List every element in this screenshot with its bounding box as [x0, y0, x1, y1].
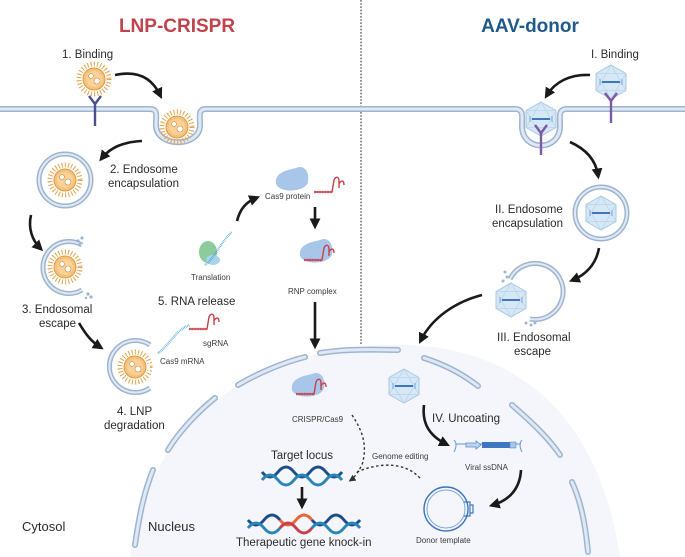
- lnp-step3-label-line2: escape: [39, 318, 76, 330]
- lnp-step4-label-line1: 4. LNP: [117, 406, 152, 418]
- lnp-step5-label: 5. RNA release: [158, 296, 235, 308]
- aav-step2-label-line2: encapsulation: [492, 218, 563, 230]
- plasma-membrane: [0, 106, 685, 149]
- viral-ssdna-icon: [453, 439, 523, 453]
- rnp-complex-icon: [299, 238, 336, 263]
- sgrna-icon: [187, 312, 221, 331]
- translation-label: Translation: [191, 273, 230, 282]
- donor-dashed-line: [356, 464, 421, 479]
- endosome-escape-aav: [495, 260, 566, 327]
- lnp-crispr-title: LNP-CRISPR: [119, 16, 235, 37]
- aav-step2-label-line1: II. Endosome: [495, 204, 563, 216]
- donor-template-icon: [423, 486, 474, 532]
- lnp-particle-icon: [79, 64, 109, 94]
- cas9-protein-icon: [275, 166, 309, 191]
- aav-step3-label-line2: escape: [514, 346, 551, 358]
- arrow-aav-step3: [568, 247, 601, 283]
- arrow-aav-step2: [569, 140, 603, 180]
- sgrna-icon: [312, 175, 346, 194]
- aav-particle-icon: [595, 64, 627, 100]
- lnp-step2-label-line2: encapsulation: [108, 178, 179, 190]
- arrow-aav-step1: [544, 73, 591, 99]
- target-locus-label: Target locus: [271, 450, 333, 462]
- crispr-cas9-label: CRISPR/Cas9: [292, 415, 344, 424]
- knock-in-label: Therapeutic gene knock-in: [236, 537, 372, 549]
- lnp-step4-label-line2: degradation: [104, 420, 165, 432]
- aav-particle-icon: [525, 101, 557, 137]
- nucleus: [130, 344, 620, 557]
- lnp-step1-label: 1. Binding: [62, 49, 113, 61]
- aav-donor-title: AAV-donor: [481, 16, 579, 37]
- sgrna-label: sgRNA: [203, 339, 229, 348]
- degrading-lnp: [106, 338, 150, 395]
- arrow-translation: [235, 195, 261, 222]
- cytosol-label: Cytosol: [22, 519, 65, 534]
- arrow-step4: [77, 322, 104, 350]
- endosome-lnp: [36, 151, 94, 209]
- rnp-complex-label: RNP complex: [288, 287, 337, 296]
- arrow-uncoating: [422, 404, 450, 446]
- endosome-aav: [572, 184, 630, 242]
- lnp-step2-label-line1: 2. Endosome: [110, 164, 178, 176]
- genome-editing-label: Genome editing: [372, 452, 428, 461]
- arrow-aav-nuclear-entry: [419, 293, 483, 344]
- target-dna-icon: [260, 465, 344, 487]
- cas9-protein-label: Cas9 protein: [265, 192, 310, 201]
- aav-step4-label: IV. Uncoating: [432, 413, 500, 425]
- arrow-step3: [28, 214, 44, 252]
- nucleus-label: Nucleus: [148, 519, 195, 534]
- genome-editing-arrow: [348, 414, 366, 482]
- endosome-escape-lnp: [40, 236, 93, 300]
- cas9-mrna-label: Cas9 mRNA: [160, 357, 205, 366]
- arrow-step1: [114, 72, 163, 99]
- lnp-step3-label-line1: 3. Endosomal: [22, 304, 92, 316]
- cas9-mrna-icon: [157, 323, 191, 355]
- donor-template-label: Donor template: [416, 536, 471, 545]
- edited-dna-icon: [246, 513, 362, 535]
- ribosome-icon: [199, 231, 233, 267]
- arrow-donor-template: [488, 469, 523, 509]
- aav-step1-label: I. Binding: [591, 49, 639, 61]
- arrow-step2: [99, 139, 143, 162]
- aav-step3-label-line1: III. Endosomal: [497, 332, 571, 344]
- viral-ssdna-label: Viral ssDNA: [465, 463, 509, 472]
